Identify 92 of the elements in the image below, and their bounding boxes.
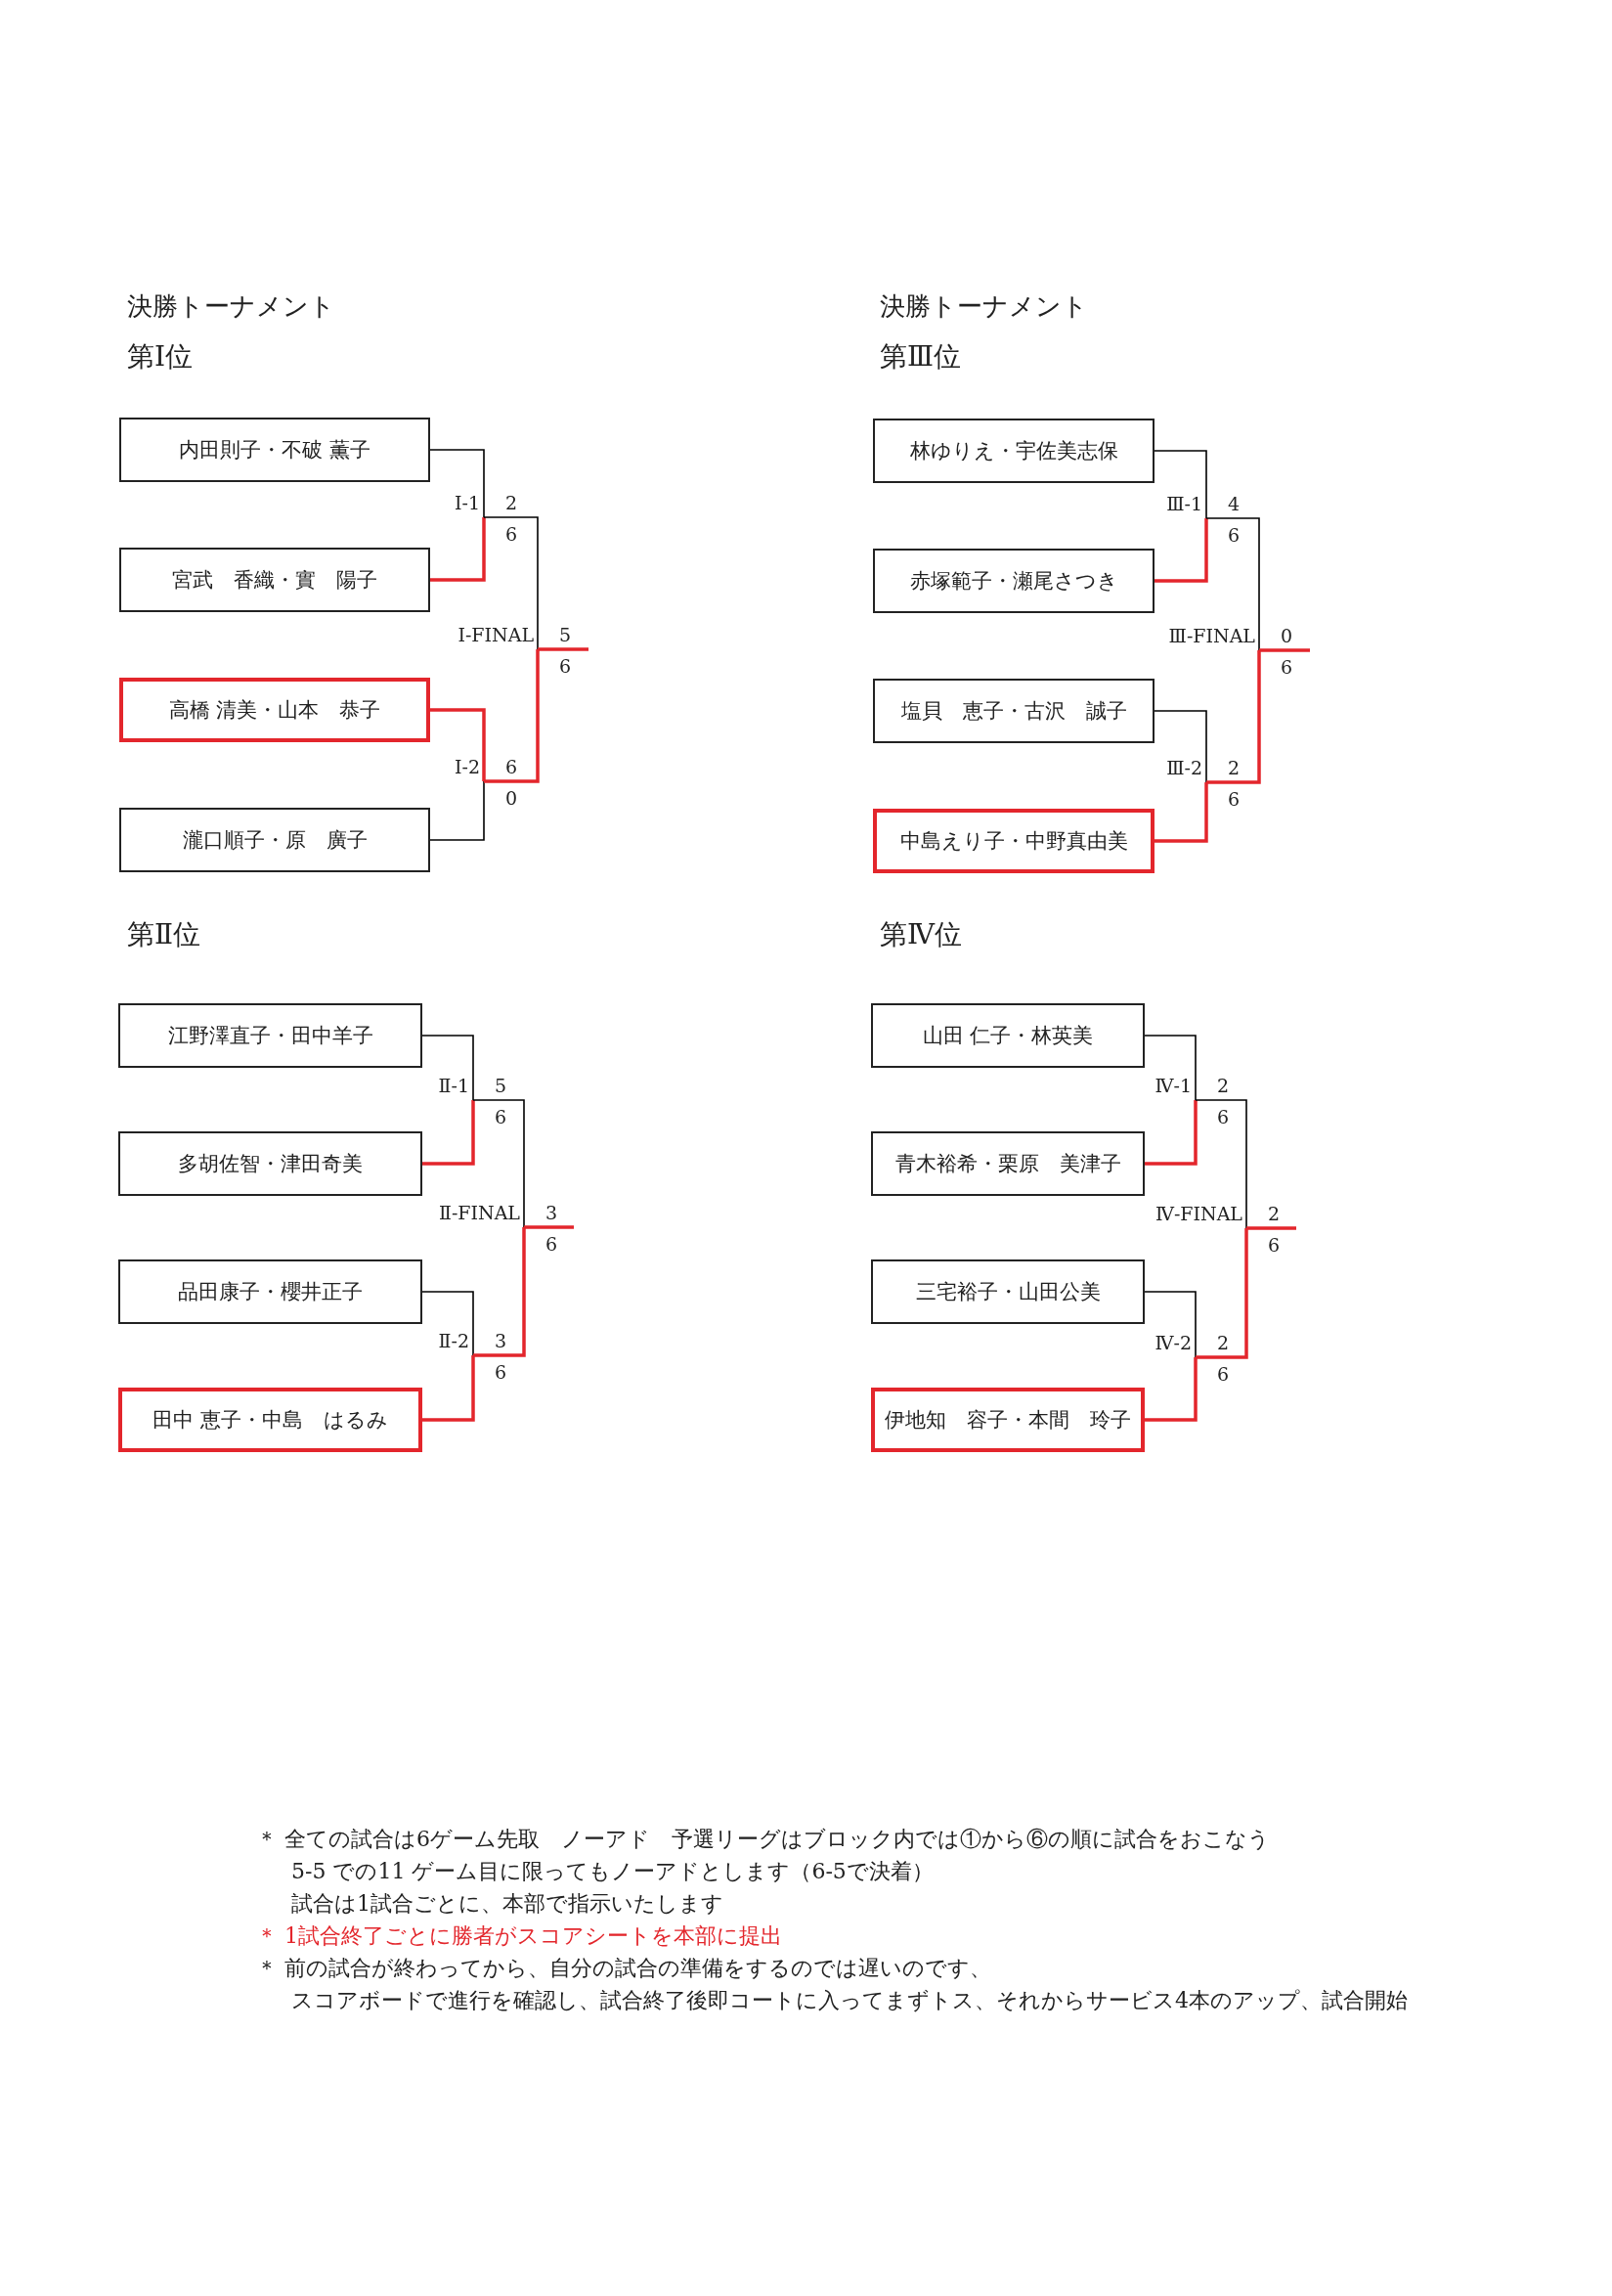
bracket-line bbox=[429, 449, 485, 518]
bracket-line bbox=[473, 1227, 526, 1357]
bracket-line bbox=[422, 1100, 475, 1166]
match-label: Ⅳ-FINAL bbox=[1125, 1201, 1242, 1226]
bracket-line bbox=[1144, 1035, 1197, 1101]
match-label: Ⅰ-FINAL bbox=[416, 622, 534, 647]
player-box: 品田康子・櫻井正子 bbox=[118, 1259, 422, 1324]
score: 2 bbox=[503, 492, 519, 513]
bracket-line bbox=[1206, 650, 1261, 784]
bracket-line bbox=[1195, 1099, 1247, 1229]
note: 5-5 での11 ゲーム目に限ってもノーアドとします（6-5で決着） bbox=[291, 1858, 934, 1885]
score: 6 bbox=[1266, 1234, 1282, 1256]
score: 6 bbox=[544, 1233, 559, 1255]
bracket-line bbox=[1144, 1291, 1197, 1358]
note: ＊ 全ての試合は6ゲーム先取 ノーアド 予選リーグはブロック内では①から⑥の順に試合をおこなう bbox=[256, 1826, 1270, 1853]
player-box: 瀧口順子・原 廣子 bbox=[119, 808, 430, 872]
heading: 第Ⅱ位 bbox=[127, 917, 201, 952]
bracket-line bbox=[1246, 1226, 1296, 1230]
score: 0 bbox=[503, 787, 519, 809]
heading: 第Ⅰ位 bbox=[127, 339, 194, 375]
note: 試合は1試合ごとに、本部で指示いたします bbox=[291, 1890, 723, 1918]
bracket-line bbox=[524, 1225, 574, 1229]
note: ＊ 1試合終了ごとに勝者がスコアシートを本部に提出 bbox=[256, 1922, 782, 1950]
heading: 決勝トーナメント bbox=[127, 290, 335, 323]
bracket-line bbox=[422, 1355, 475, 1422]
bracket-line bbox=[538, 647, 588, 651]
bracket-line bbox=[1196, 1228, 1248, 1359]
bracket-line bbox=[430, 708, 486, 781]
score: 5 bbox=[557, 624, 573, 645]
bracket-line bbox=[421, 1291, 474, 1356]
bracket-line bbox=[1145, 1100, 1198, 1166]
bracket-line bbox=[1205, 517, 1260, 651]
score: 3 bbox=[493, 1330, 508, 1351]
heading: 第Ⅲ位 bbox=[880, 339, 961, 375]
bracket-line bbox=[484, 649, 540, 783]
player-box: 宮武 香織・實 陽子 bbox=[119, 548, 430, 612]
score: 6 bbox=[1226, 788, 1242, 810]
bracket-line bbox=[1155, 518, 1208, 583]
match-label: Ⅲ-FINAL bbox=[1138, 623, 1255, 648]
score: 3 bbox=[544, 1202, 559, 1223]
match-label: Ⅱ-FINAL bbox=[403, 1200, 520, 1225]
player-box: 林ゆりえ・宇佐美志保 bbox=[873, 419, 1155, 483]
score: 2 bbox=[1266, 1203, 1282, 1224]
player-box: 江野澤直子・田中羊子 bbox=[118, 1003, 422, 1068]
player-box: 田中 恵子・中島 はるみ bbox=[118, 1388, 422, 1452]
match-label: Ⅰ-1 bbox=[402, 490, 480, 515]
heading: 決勝トーナメント bbox=[880, 290, 1088, 323]
player-box: 中島えり子・中野真由美 bbox=[873, 809, 1155, 873]
score: 6 bbox=[503, 523, 519, 545]
score: 5 bbox=[493, 1075, 508, 1096]
player-box: 青木裕希・栗原 美津子 bbox=[871, 1131, 1145, 1196]
score: 2 bbox=[1215, 1332, 1231, 1353]
score: 6 bbox=[1215, 1106, 1231, 1127]
bracket-line bbox=[483, 516, 539, 650]
player-box: 伊地知 容子・本間 玲子 bbox=[871, 1388, 1145, 1452]
player-box: 高橋 清美・山本 恭子 bbox=[119, 678, 430, 742]
score: 6 bbox=[1226, 524, 1242, 546]
score: 2 bbox=[1226, 757, 1242, 778]
match-label: Ⅱ-1 bbox=[391, 1073, 469, 1098]
player-box: 山田 仁子・林英美 bbox=[871, 1003, 1145, 1068]
heading: 第Ⅳ位 bbox=[880, 917, 962, 952]
match-label: Ⅳ-2 bbox=[1113, 1330, 1192, 1355]
bracket-line bbox=[1154, 450, 1207, 519]
player-box: 赤塚範子・瀬尾さつき bbox=[873, 549, 1155, 613]
score: 4 bbox=[1226, 493, 1242, 514]
player-box: 三宅裕子・山田公美 bbox=[871, 1259, 1145, 1324]
bracket-line bbox=[1259, 648, 1310, 652]
bracket-line bbox=[1155, 782, 1208, 843]
note: ＊ 前の試合が終わってから、自分の試合の準備をするのでは遅いのです、 bbox=[256, 1955, 991, 1982]
score: 6 bbox=[503, 756, 519, 777]
bracket-line bbox=[1145, 1357, 1198, 1422]
player-box: 多胡佐智・津田奇美 bbox=[118, 1131, 422, 1196]
bracket-line bbox=[429, 780, 485, 841]
bracket-line bbox=[472, 1099, 525, 1228]
match-label: Ⅰ-2 bbox=[402, 754, 480, 779]
score: 2 bbox=[1215, 1075, 1231, 1096]
player-box: 塩貝 恵子・古沢 誠子 bbox=[873, 679, 1155, 743]
score: 6 bbox=[493, 1106, 508, 1127]
match-label: Ⅱ-2 bbox=[391, 1328, 469, 1353]
score: 6 bbox=[1215, 1363, 1231, 1385]
score: 0 bbox=[1279, 625, 1294, 646]
score: 6 bbox=[557, 655, 573, 677]
match-label: Ⅲ-1 bbox=[1124, 491, 1202, 516]
match-label: Ⅲ-2 bbox=[1124, 755, 1202, 780]
player-box: 内田則子・不破 薫子 bbox=[119, 418, 430, 482]
bracket-line bbox=[430, 517, 486, 582]
score: 6 bbox=[493, 1361, 508, 1383]
bracket-line bbox=[421, 1035, 474, 1101]
note: スコアボードで進行を確認し、試合終了後即コートに入ってまずトス、それからサービス4本のアップ、試合開始 bbox=[291, 1987, 1408, 2014]
match-label: Ⅳ-1 bbox=[1113, 1073, 1192, 1098]
bracket-line bbox=[1154, 710, 1207, 783]
score: 6 bbox=[1279, 656, 1294, 678]
